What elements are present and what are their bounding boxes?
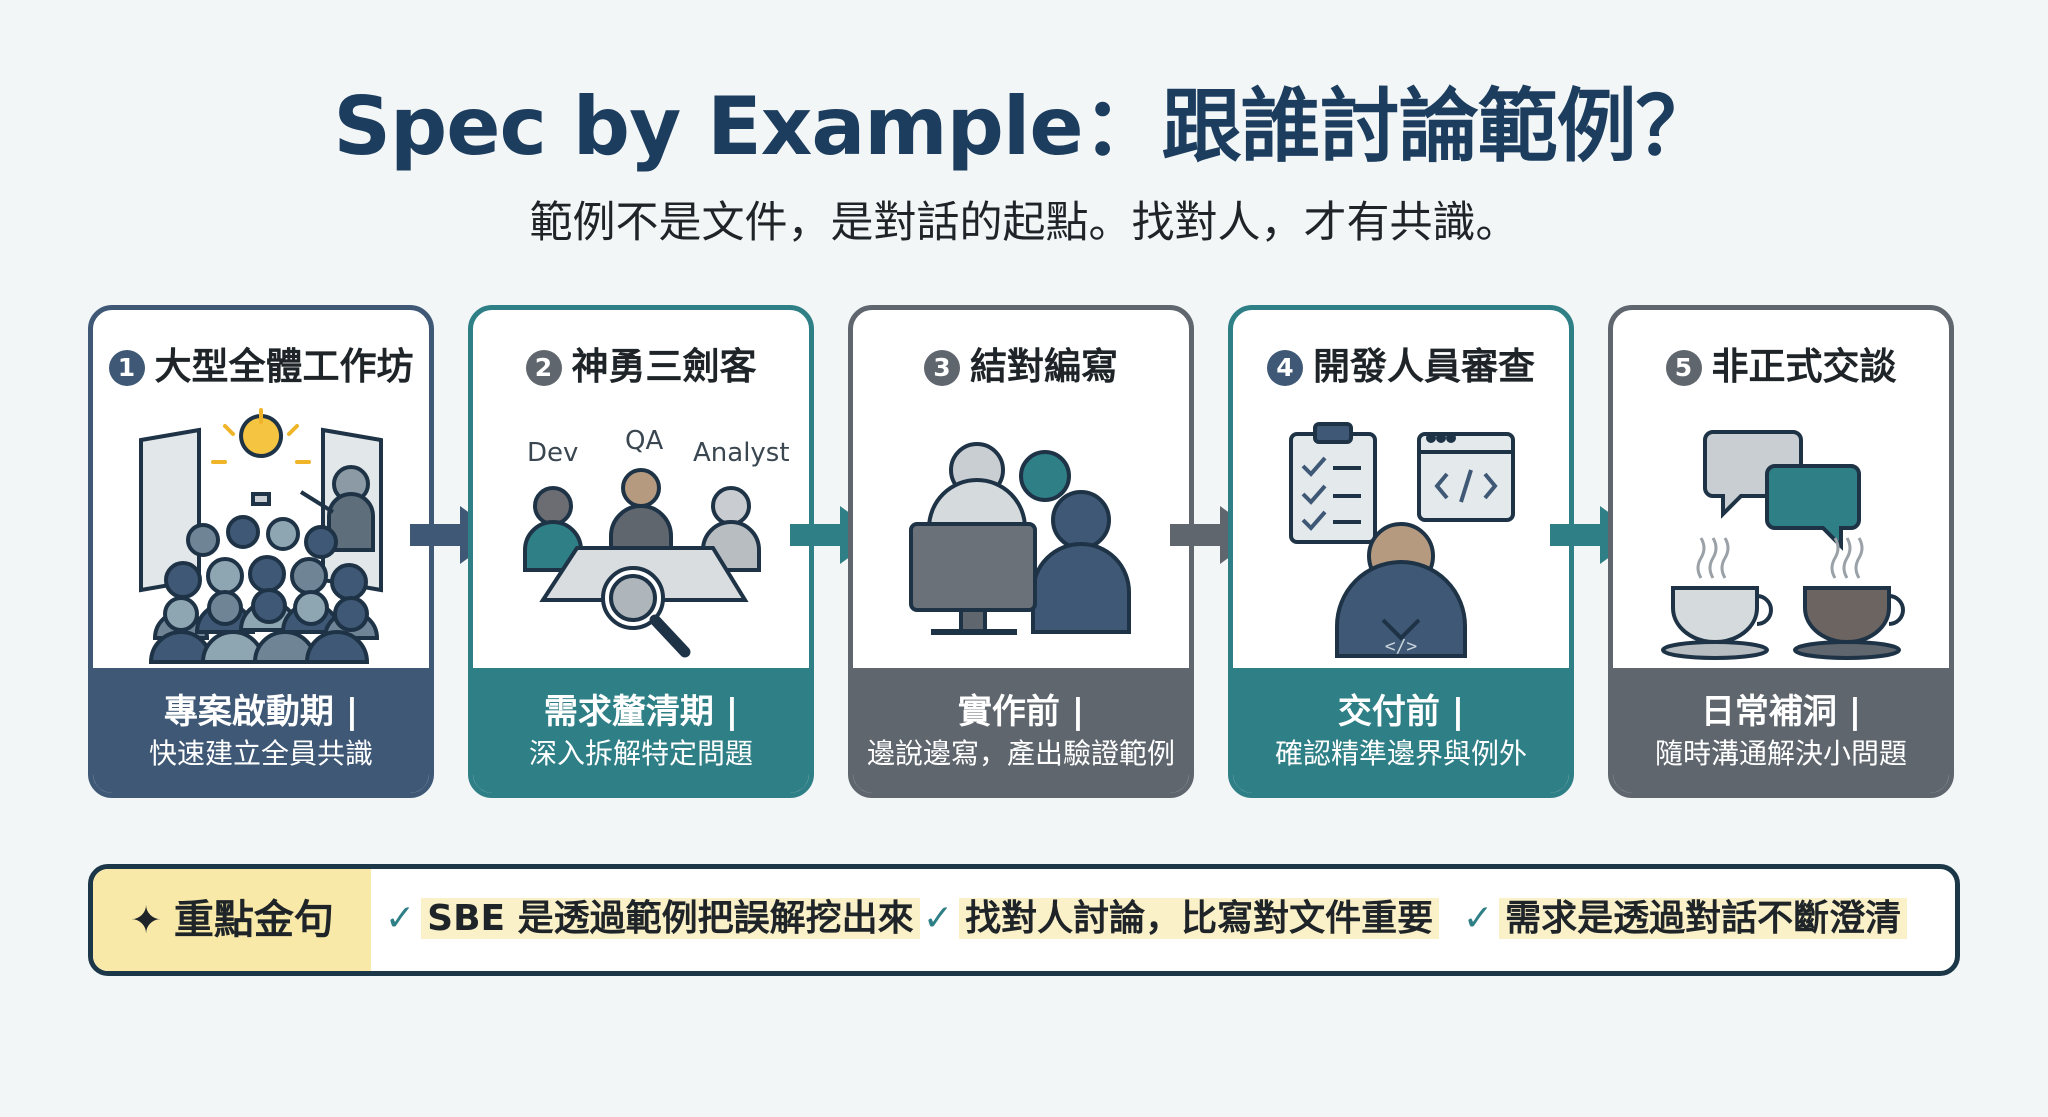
card-description: 快速建立全員共識 <box>148 737 373 770</box>
card-pair-writing: 3 結對編寫 實作前 | 邊說邊寫，產出驗證範例 <box>848 305 1194 798</box>
card-phase: 專案啟動期 | <box>163 692 359 732</box>
coffee-chat-icon <box>1661 430 1905 660</box>
card-description: 邊說邊寫，產出驗證範例 <box>866 737 1175 770</box>
card-description: 隨時溝通解決小問題 <box>1654 737 1907 770</box>
card-description: 確認精準邊界與例外 <box>1274 737 1527 770</box>
card-title: 非正式交談 <box>1711 345 1897 388</box>
check-icon: ✓ <box>385 898 416 939</box>
card-footer: 需求釐清期 | 深入拆解特定問題 <box>473 668 809 793</box>
key-quotes-label: ✦重點金句 <box>93 869 371 971</box>
step-number-badge: 4 <box>1267 350 1303 386</box>
card-footer: 交付前 | 確認精準邊界與例外 <box>1233 668 1569 793</box>
card-footer: 專案啟動期 | 快速建立全員共識 <box>93 668 429 793</box>
card-phase: 需求釐清期 | <box>543 692 739 732</box>
card-phase: 交付前 | <box>1337 692 1465 732</box>
check-icon: ✓ <box>1463 898 1494 939</box>
card-title: 大型全體工作坊 <box>154 345 414 388</box>
card-header: 3 結對編寫 <box>853 336 1189 390</box>
card-title: 開發人員審查 <box>1313 345 1535 388</box>
three-amigos-icon <box>523 468 761 658</box>
pair-writing-icon <box>909 442 1131 635</box>
card-title: 神勇三劍客 <box>571 345 757 388</box>
card-title: 結對編寫 <box>970 345 1118 388</box>
workshop-icon <box>139 408 383 664</box>
step-number-badge: 5 <box>1665 350 1702 386</box>
role-label-qa: QA <box>625 426 664 456</box>
role-label-analyst: Analyst <box>693 438 790 468</box>
card-description: 深入拆解特定問題 <box>528 737 753 770</box>
sparkle-icon: ✦ <box>130 898 162 942</box>
svg-text:</>: </> <box>1385 636 1418 657</box>
check-icon: ✓ <box>923 898 954 939</box>
role-label-dev: Dev <box>527 438 579 468</box>
card-phase: 實作前 | <box>957 692 1085 732</box>
card-header: 4 開發人員審查 <box>1233 336 1569 390</box>
step-number-badge: 3 <box>924 350 960 386</box>
developer-review-icon: </> <box>1289 422 1515 658</box>
page-subtitle: 範例不是文件，是對話的起點。找對人，才有共識。 <box>529 198 1519 248</box>
step-number-badge: 2 <box>525 350 562 386</box>
key-quote-item: ✓找對人討論，比寫對文件重要 <box>923 893 1440 945</box>
key-quote-item: ✓SBE 是透過範例把誤解挖出來 <box>385 893 920 945</box>
page-title: Spec by Example：跟誰討論範例？ <box>333 80 1715 173</box>
key-quote-item: ✓需求是透過對話不斷澄清 <box>1463 893 1908 945</box>
key-quotes-bar: ✦重點金句 ✓SBE 是透過範例把誤解挖出來 ✓找對人討論，比寫對文件重要 ✓需… <box>88 864 1960 976</box>
step-number-badge: 1 <box>108 350 145 386</box>
card-footer: 日常補洞 | 隨時溝通解決小問題 <box>1613 668 1949 793</box>
card-phase: 日常補洞 | <box>1700 692 1862 732</box>
card-footer: 實作前 | 邊說邊寫，產出驗證範例 <box>853 668 1189 793</box>
